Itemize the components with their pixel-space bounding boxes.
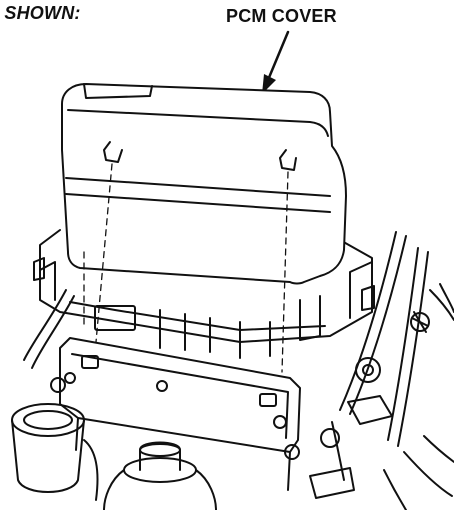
pcm-housing <box>33 229 375 359</box>
surrounding-components <box>23 231 454 510</box>
view-caption: I SHOWN: <box>0 3 81 23</box>
pcm-module <box>50 337 301 491</box>
callout-label-pcm-cover: PCM COVER <box>226 6 337 26</box>
coolant-reservoir <box>103 441 217 510</box>
callout-arrow <box>262 30 290 94</box>
alignment-guides <box>83 163 289 373</box>
reservoir-cap <box>11 403 99 501</box>
